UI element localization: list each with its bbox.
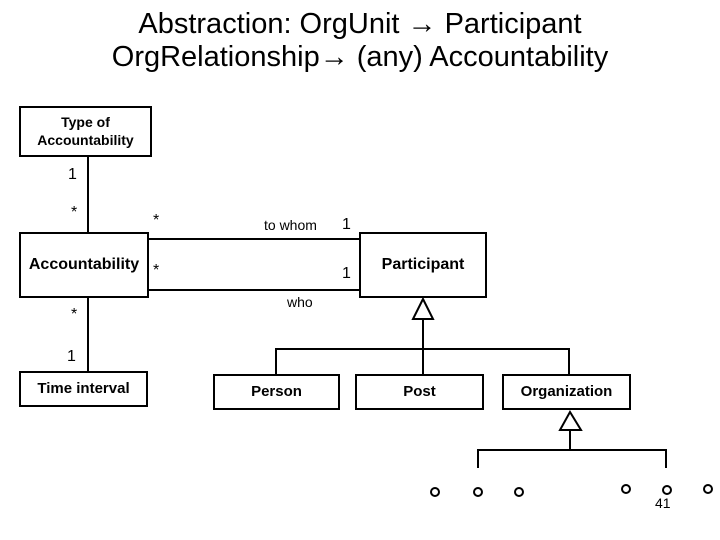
generalization-arrow-organization-icon	[558, 410, 583, 431]
instance-circle-icon	[621, 484, 631, 494]
class-box-time-interval: Time interval	[19, 371, 148, 407]
slide-title-line-2: OrgRelationship→ (any) Accountability	[111, 41, 609, 73]
instance-circle-icon	[473, 487, 483, 497]
generalization-lines-organization	[477, 430, 667, 468]
instance-circle-icon	[703, 484, 713, 494]
class-box-accountability: Accountability	[19, 232, 149, 298]
slide-title-line-1: Abstraction: OrgUnit → Participant	[138, 8, 582, 40]
class-label: Post	[403, 382, 436, 400]
class-label: Organization	[520, 382, 613, 400]
class-label: Participant	[381, 256, 465, 273]
class-box-type-of-accountability: Type of Accountability	[19, 106, 152, 157]
association-role-label: who	[287, 294, 313, 310]
class-label: Type of Accountability	[37, 114, 134, 148]
class-label: Accountability	[28, 256, 140, 273]
instance-circle-icon	[430, 487, 440, 497]
multiplicity-label: 1	[342, 216, 351, 233]
class-box-participant: Participant	[359, 232, 487, 298]
class-box-post: Post	[355, 374, 484, 410]
instance-circle-icon	[514, 487, 524, 497]
class-box-organization: Organization	[502, 374, 631, 410]
instance-circle-icon	[662, 485, 672, 495]
multiplicity-label: 1	[68, 166, 77, 183]
multiplicity-label: *	[71, 204, 78, 221]
multiplicity-label: 1	[342, 265, 351, 282]
instance-circles	[430, 484, 713, 497]
generalization-arrow-participant-icon	[411, 296, 435, 320]
class-label: Person	[251, 382, 302, 400]
multiplicity-label: *	[153, 262, 160, 279]
multiplicity-label: 1	[67, 348, 76, 365]
association-lines	[87, 156, 360, 372]
multiplicity-label: *	[71, 306, 78, 323]
association-role-label: to whom	[264, 217, 317, 233]
class-box-person: Person	[213, 374, 340, 410]
multiplicity-label: *	[153, 212, 160, 229]
page-number: 41	[655, 495, 671, 511]
slide-title: Abstraction: OrgUnit → Participant OrgRe…	[0, 8, 720, 74]
generalization-lines-participant	[275, 319, 570, 375]
class-label: Time interval	[37, 379, 130, 397]
